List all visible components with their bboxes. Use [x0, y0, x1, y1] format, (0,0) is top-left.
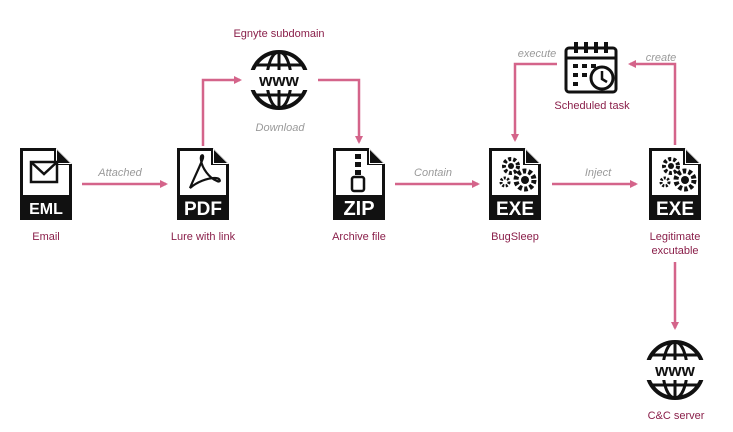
edge-label-download: Download [255, 122, 305, 134]
edge-label-execute: execute [517, 48, 557, 60]
bugsleep-label: BugSleep [491, 231, 539, 243]
bugsleep-exe-badge: EXE [496, 199, 534, 220]
pdf-file-icon: PDF [177, 148, 229, 220]
pdf-badge: PDF [184, 199, 222, 220]
edge-label-create: create [645, 52, 677, 64]
cnc-label: C&C server [647, 410, 705, 422]
exe-file-icon: EXE [489, 148, 541, 220]
www-globe-icon: www [639, 340, 711, 400]
zip-badge: ZIP [343, 198, 374, 220]
archive-label: Archive file [332, 231, 386, 243]
edge-create-arrow [628, 60, 677, 145]
eml-file-icon: EML [20, 148, 72, 220]
cnc-www-badge: www [654, 361, 695, 380]
exe-file-icon: EXE [649, 148, 701, 220]
lure-label: Lure with link [170, 231, 236, 243]
egnyte-label: Egnyte subdomain [233, 28, 325, 40]
email-label: Email [32, 231, 60, 243]
calendar-clock-icon [564, 42, 618, 94]
edge-label-contain: Contain [414, 167, 452, 179]
edge-download-arrow [318, 78, 363, 144]
edge-label-inject: Inject [584, 167, 612, 179]
legit-label-line1: Legitimate [649, 231, 701, 243]
legit-label-line2: excutable [651, 245, 699, 257]
egnyte-www-badge: www [258, 71, 299, 90]
www-globe-icon: www [243, 50, 315, 110]
scheduled-task-label: Scheduled task [554, 100, 630, 112]
edge-label-attached: Attached [98, 167, 142, 179]
legit-exe-badge: EXE [656, 199, 694, 220]
eml-badge: EML [29, 201, 63, 218]
edge-execute-arrow [511, 62, 557, 142]
zip-file-icon: ZIP [333, 148, 385, 220]
edge-lure-to-egnyte-arrow [201, 76, 242, 146]
